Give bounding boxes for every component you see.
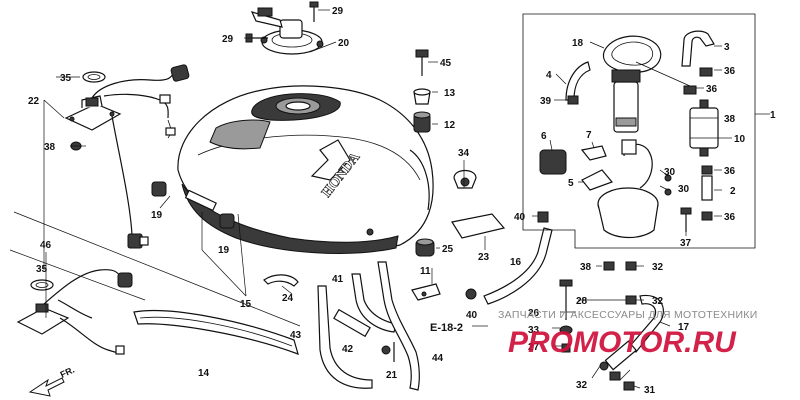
callout-32b: 32 <box>652 296 664 307</box>
callout-numbers: 1 2 3 4 5 6 7 10 11 12 13 14 15 16 17 18… <box>28 6 776 396</box>
front-marker-label: FR. <box>59 365 76 380</box>
fuel-level-sensor-upper <box>64 64 190 249</box>
callout-28: 28 <box>576 296 588 307</box>
fuel-level-sensor-lower <box>9 211 301 355</box>
callout-18: 18 <box>572 38 584 49</box>
callout-36d: 36 <box>724 212 736 223</box>
fuel-cap-assembly <box>245 1 324 55</box>
callout-33: 33 <box>528 325 540 336</box>
callout-36a: 36 <box>724 66 736 77</box>
callout-35a: 35 <box>60 73 72 84</box>
callout-11: 11 <box>420 266 431 277</box>
callout-13: 13 <box>444 88 456 99</box>
watermark-line2: PROMOTOR.RU <box>508 326 737 359</box>
callout-37: 37 <box>680 238 692 249</box>
callout-40b: 40 <box>466 310 478 321</box>
callout-4: 4 <box>546 70 552 81</box>
callout-15: 15 <box>240 299 252 310</box>
reference-label: E-18-2 <box>430 322 463 334</box>
callout-36b: 36 <box>706 84 718 95</box>
callout-30b: 30 <box>678 184 690 195</box>
callout-23: 23 <box>478 252 490 263</box>
callout-32c: 32 <box>576 380 588 391</box>
callout-25: 25 <box>442 244 454 255</box>
callout-17: 17 <box>678 322 690 333</box>
callout-10: 10 <box>734 134 746 145</box>
fuel-feed-hose <box>552 261 671 391</box>
callout-35b: 35 <box>36 264 48 275</box>
leader-lines <box>43 9 538 318</box>
callout-46: 46 <box>40 240 52 251</box>
callout-12: 12 <box>444 120 456 131</box>
callout-21: 21 <box>386 370 398 381</box>
callout-19a: 19 <box>151 210 163 221</box>
fuel-tank-body <box>177 85 434 254</box>
callout-7: 7 <box>586 130 592 141</box>
callout-19b: 19 <box>218 245 230 256</box>
callout-1: 1 <box>770 110 776 121</box>
callout-38a: 38 <box>44 142 56 153</box>
callout-26: 26 <box>528 308 540 319</box>
watermark-line1: ЗАПЧАСТИ И АКСЕССУАРЫ ДЛЯ МОТОТЕХНИКИ <box>498 309 758 321</box>
callout-31: 31 <box>644 385 656 396</box>
callout-41: 41 <box>332 274 344 285</box>
callout-32a: 32 <box>652 262 664 273</box>
callout-27: 27 <box>528 342 540 353</box>
callout-44: 44 <box>432 353 444 364</box>
callout-5: 5 <box>568 178 574 189</box>
callout-22: 22 <box>28 96 40 107</box>
callout-38b: 38 <box>724 114 736 125</box>
callout-38c: 38 <box>580 262 592 273</box>
callout-34: 34 <box>458 148 470 159</box>
callout-39: 39 <box>540 96 552 107</box>
callout-45: 45 <box>440 58 452 69</box>
fuel-pump-assembly <box>522 13 770 249</box>
hoses-lower-center <box>133 227 553 391</box>
small-parts-center <box>151 49 549 301</box>
front-direction-marker: FR. <box>28 365 76 397</box>
callout-3: 3 <box>724 42 730 53</box>
callout-43: 43 <box>290 330 302 341</box>
watermark: ЗАПЧАСТИ И АКСЕССУАРЫ ДЛЯ МОТОТЕХНИКИ PR… <box>498 309 758 359</box>
callout-2: 2 <box>730 186 736 197</box>
callout-29b: 29 <box>222 34 234 45</box>
callout-40a: 40 <box>514 212 526 223</box>
callout-29a: 29 <box>332 6 344 17</box>
callout-20: 20 <box>338 38 350 49</box>
callout-30a: 30 <box>664 167 676 178</box>
callout-6: 6 <box>541 131 547 142</box>
callout-42: 42 <box>342 344 354 355</box>
callout-16: 16 <box>510 257 522 268</box>
callout-14: 14 <box>198 368 210 379</box>
callout-24: 24 <box>282 293 294 304</box>
callout-36c: 36 <box>724 166 736 177</box>
